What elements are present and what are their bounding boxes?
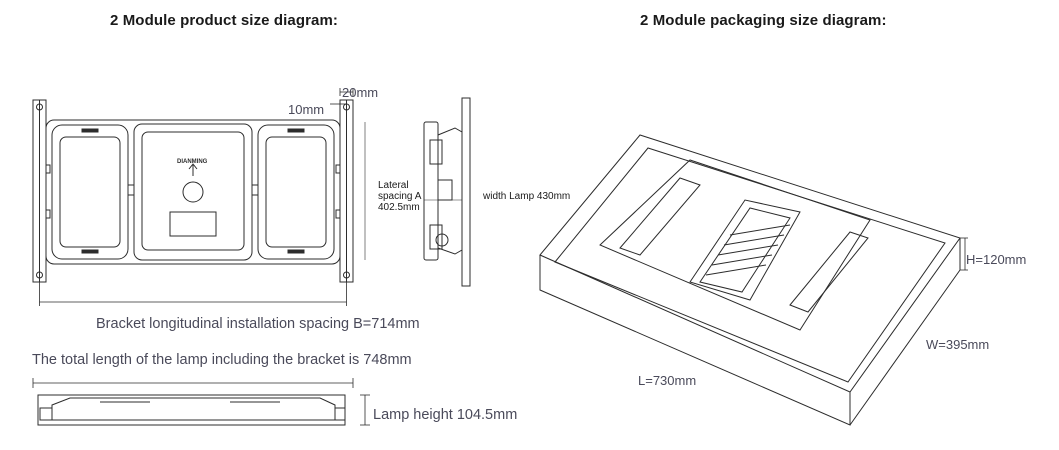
bracket-hole xyxy=(36,103,43,111)
bracket-spacing-label: Bracket longitudinal installation spacin… xyxy=(96,316,420,332)
width-lamp-label: width Lamp 430mm xyxy=(483,191,571,202)
bracket-hole xyxy=(343,271,350,279)
packaging-box xyxy=(539,134,968,426)
right-led-module xyxy=(257,124,335,260)
lateral-spacing-line-3: 402.5mm xyxy=(378,202,420,213)
total-length-label: The total length of the lamp including t… xyxy=(32,352,412,368)
lateral-spacing-line-2: spacing A xyxy=(378,191,422,202)
package-length-label: L=730mm xyxy=(638,373,697,388)
boxed-lamp xyxy=(689,199,801,301)
product-side-view xyxy=(364,97,471,287)
lamp-height-label: Lamp height 104.5mm xyxy=(373,407,518,423)
product-height-view xyxy=(32,378,370,426)
center-label-plate xyxy=(169,211,217,237)
product-front-view xyxy=(32,88,354,306)
product-diagram-title: 2 Module product size diagram: xyxy=(110,12,339,29)
dim-20mm-label: 20mm xyxy=(342,85,379,100)
package-width-label: W=395mm xyxy=(926,337,990,352)
lateral-spacing-label: Lateral spacing A 402.5mm xyxy=(378,180,421,213)
center-driver-box xyxy=(133,123,253,261)
left-led-module xyxy=(51,124,129,260)
bracket-hole xyxy=(36,271,43,279)
box-outer-rim xyxy=(539,134,961,393)
bracket-hole xyxy=(343,103,350,111)
brand-logo-text: DIANMING xyxy=(177,159,208,165)
lateral-spacing-line-1: Lateral xyxy=(378,180,409,191)
dim-10mm-label: 10mm xyxy=(288,102,325,117)
center-connector xyxy=(182,181,204,203)
packaging-diagram-title: 2 Module packaging size diagram: xyxy=(640,12,887,29)
package-height-label: H=120mm xyxy=(966,252,1027,267)
